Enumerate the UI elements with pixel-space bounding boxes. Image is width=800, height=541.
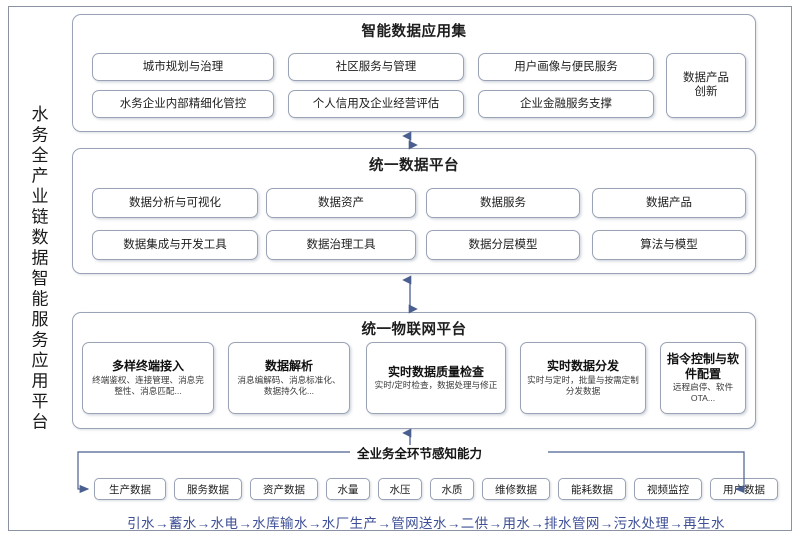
iot-cap-data-distribution-head: 实时数据分发 [546, 359, 619, 374]
dp-item-algorithm-model[interactable]: 算法与模型 [592, 230, 746, 260]
tag-asset-data[interactable]: 资产数据 [250, 478, 318, 500]
app-item-data-product-innovation-line2: 创新 [694, 85, 718, 98]
tag-water-quality[interactable]: 水质 [430, 478, 474, 500]
iot-cap-data-distribution-desc: 实时与定时，批量与按需定制分发数据 [527, 374, 639, 396]
dp-item-data-asset[interactable]: 数据资产 [266, 188, 416, 218]
app-item-user-profile[interactable]: 用户画像与便民服务 [478, 53, 654, 81]
iot-cap-data-parsing-head: 数据解析 [264, 359, 313, 374]
dp-item-governance-tools[interactable]: 数据治理工具 [266, 230, 416, 260]
dp-item-layered-model[interactable]: 数据分层模型 [426, 230, 580, 260]
tag-user-data[interactable]: 用户数据 [710, 478, 778, 500]
app-item-data-product-innovation-line1: 数据产品 [683, 71, 729, 84]
iot-cap-quality-check-desc: 实时/定时检查，数据处理与修正 [374, 380, 498, 391]
perception-capability-label: 全业务全环节感知能力 [357, 447, 483, 461]
tag-service-data[interactable]: 服务数据 [174, 478, 242, 500]
dp-item-data-product[interactable]: 数据产品 [592, 188, 746, 218]
iot-cap-terminal-access[interactable]: 多样终端接入 终端鉴权、连接管理、消息完整性、消息匹配... [82, 342, 214, 414]
dp-item-integration-dev-tools[interactable]: 数据集成与开发工具 [92, 230, 258, 260]
platform-vertical-title-text: 水务全产业链数据智能服务应用平台 [28, 104, 48, 433]
app-item-credit-assessment[interactable]: 个人信用及企业经营评估 [288, 90, 464, 118]
iot-cap-data-parsing[interactable]: 数据解析 消息编解码、消息标准化、数据持久化... [228, 342, 350, 414]
section-iot-platform-title: 统一物联网平台 [361, 322, 467, 338]
iot-cap-command-control-desc: 远程启停、软件OTA... [672, 381, 734, 403]
iot-cap-terminal-access-head: 多样终端接入 [111, 359, 184, 374]
dp-item-data-service[interactable]: 数据服务 [426, 188, 580, 218]
tag-energy-data[interactable]: 能耗数据 [558, 478, 626, 500]
section-app-set-title: 智能数据应用集 [361, 24, 467, 40]
tag-water-volume[interactable]: 水量 [326, 478, 370, 500]
iot-cap-command-control[interactable]: 指令控制与软件配置 远程启停、软件OTA... [660, 342, 746, 414]
iot-cap-data-parsing-desc: 消息编解码、消息标准化、数据持久化... [237, 374, 341, 396]
tag-production-data[interactable]: 生产数据 [94, 478, 166, 500]
app-item-urban-planning[interactable]: 城市规划与治理 [92, 53, 274, 81]
tag-video-surveillance[interactable]: 视频监控 [634, 478, 702, 500]
app-item-financial-support[interactable]: 企业金融服务支撑 [478, 90, 654, 118]
iot-cap-quality-check[interactable]: 实时数据质量检查 实时/定时检查，数据处理与修正 [366, 342, 506, 414]
dp-item-analysis-visualization[interactable]: 数据分析与可视化 [92, 188, 258, 218]
tag-water-pressure[interactable]: 水压 [378, 478, 422, 500]
tag-maintenance-data[interactable]: 维修数据 [482, 478, 550, 500]
app-item-data-product-innovation[interactable]: 数据产品 创新 [666, 53, 746, 118]
water-process-flow-chain: 引水→蓄水→水电→水库输水→水厂生产→管网送水→二供→用水→排水管网→污水处理→… [127, 516, 725, 531]
platform-vertical-title: 水务全产业链数据智能服务应用平台 [10, 8, 66, 529]
app-item-internal-control[interactable]: 水务企业内部精细化管控 [92, 90, 274, 118]
iot-cap-command-control-head: 指令控制与软件配置 [666, 352, 739, 381]
iot-cap-quality-check-head: 实时数据质量检查 [387, 364, 484, 379]
app-item-community-service[interactable]: 社区服务与管理 [288, 53, 464, 81]
section-data-platform-title: 统一数据平台 [369, 158, 459, 174]
iot-cap-terminal-access-desc: 终端鉴权、连接管理、消息完整性、消息匹配... [92, 374, 204, 396]
iot-cap-data-distribution[interactable]: 实时数据分发 实时与定时，批量与按需定制分发数据 [520, 342, 646, 414]
